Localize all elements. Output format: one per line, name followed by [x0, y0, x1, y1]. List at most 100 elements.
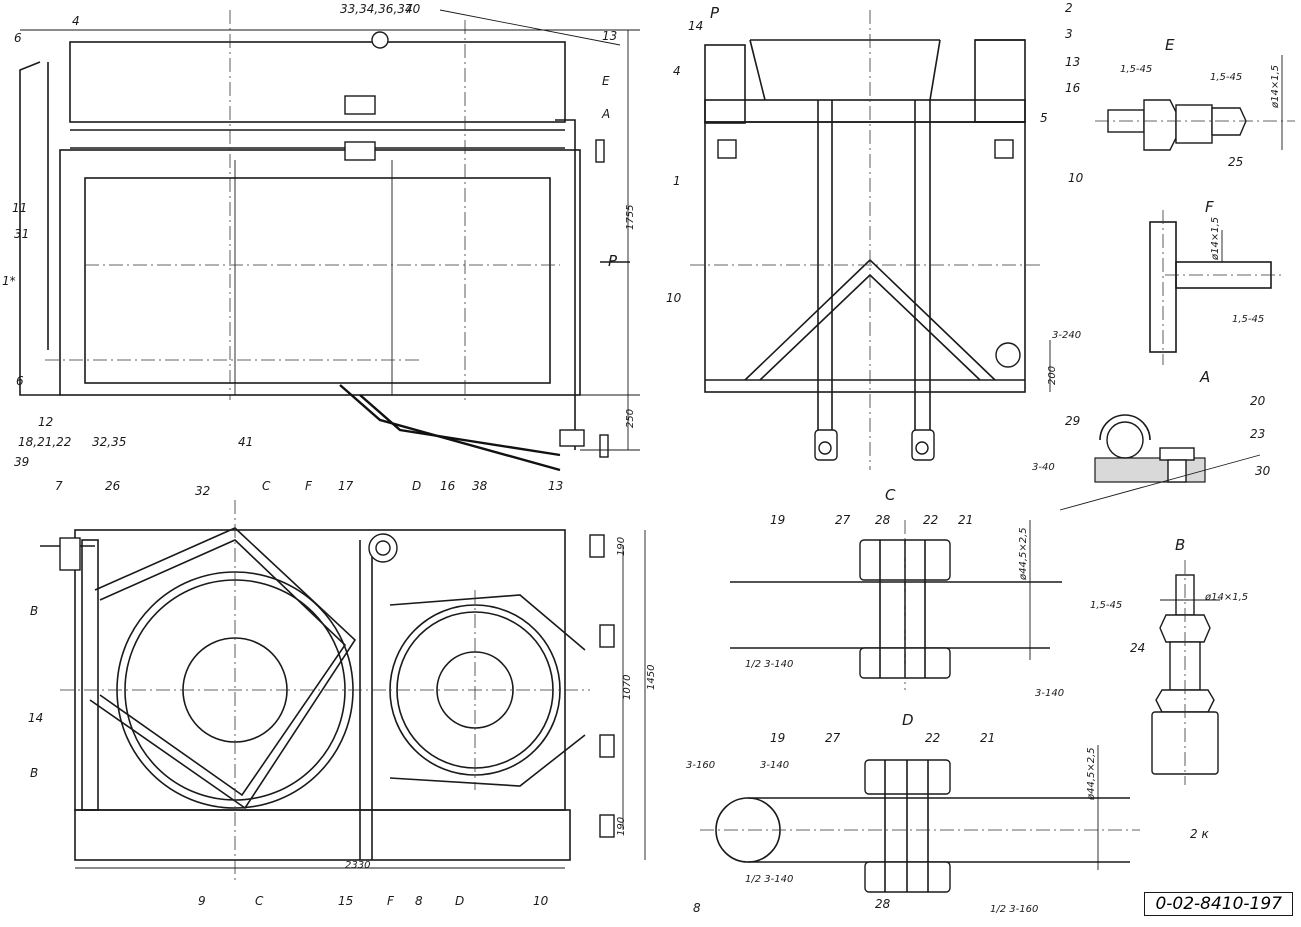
- detail-f: [1149, 210, 1285, 365]
- detail-c-callout-5: 21: [958, 513, 973, 527]
- detail-e-weld2: 1,5-45: [1210, 72, 1242, 83]
- front-callout-3: 13: [602, 29, 617, 43]
- detail-e: [1095, 55, 1295, 151]
- side-bottom-dim: 200: [1047, 366, 1058, 385]
- front-callout-6: P: [608, 252, 618, 270]
- front-height-dim: 1755: [625, 205, 636, 230]
- detail-c: [730, 520, 1062, 690]
- plan-callout-7: D: [412, 479, 421, 493]
- side-callout-1: 14: [688, 19, 703, 33]
- detail-f-thread: ø14×1,5: [1210, 217, 1221, 261]
- detail-d-callout-6: 28: [875, 897, 891, 911]
- detail-e-title: E: [1165, 36, 1175, 54]
- detail-f-weld: 1,5-45: [1232, 314, 1264, 325]
- plan-callout-16: 15: [338, 894, 353, 908]
- detail-b-title: B: [1175, 536, 1185, 554]
- detail-a-title: A: [1199, 368, 1210, 386]
- detail-d-callout-5: 8: [693, 901, 701, 915]
- detail-e-callout: 25: [1228, 155, 1243, 169]
- plan-frame: [74, 529, 566, 811]
- front-callout-12: 6: [16, 374, 24, 388]
- front-callout-11: 1*: [2, 274, 16, 288]
- front-callout-17: 41: [238, 435, 253, 449]
- detail-e-thread: ø14×1,5: [1270, 65, 1281, 109]
- detail-a: [1059, 414, 1261, 511]
- plan-callout-4: C: [262, 479, 271, 493]
- front-callout-16: 32,35: [92, 435, 126, 449]
- plan-callout-17: F: [387, 894, 395, 908]
- plan-end-bottom: 190: [616, 817, 627, 836]
- front-callout-7: 4: [72, 14, 80, 28]
- front-callout-4: E: [602, 74, 610, 88]
- front-callout-15: 39: [14, 455, 29, 469]
- detail-b: [1151, 560, 1220, 785]
- front-callout-13: 12: [38, 415, 53, 429]
- front-bottom-dim: 250: [625, 409, 636, 428]
- plan-callout-14: 9: [198, 894, 206, 908]
- plan-depth-outer: 1450: [646, 665, 657, 690]
- detail-d-dim: ø44,5×2,5: [1086, 747, 1097, 801]
- front-callout-10: 31: [14, 227, 29, 241]
- detail-d-callout-2: 27: [825, 731, 841, 745]
- detail-d-weld4: 1/2 3-160: [990, 904, 1038, 915]
- plan-callout-2: 26: [105, 479, 121, 493]
- detail-d-callout-3: 22: [925, 731, 940, 745]
- detail-a-callout-3: 23: [1250, 427, 1265, 441]
- front-upper-tank: [69, 41, 566, 123]
- side-callout-2: P: [710, 4, 720, 22]
- side-left-post: [704, 44, 746, 124]
- side-callout-7: 16: [1065, 81, 1081, 95]
- side-callout-5: 13: [1065, 55, 1080, 69]
- detail-d-callout-1: 19: [770, 731, 785, 745]
- detail-a-callout-4: 30: [1255, 464, 1271, 478]
- detail-d: [700, 745, 1140, 893]
- detail-a-callout-2: 20: [1250, 394, 1266, 408]
- plan-callout-5: F: [305, 479, 313, 493]
- detail-d-title: D: [902, 711, 914, 729]
- plan-callout-10: 13: [548, 479, 563, 493]
- plan-callout-15: C: [255, 894, 264, 908]
- plan-callout-18: 8: [415, 894, 423, 908]
- plan-callout-8: 16: [440, 479, 456, 493]
- side-callout-8: 5: [1040, 111, 1048, 125]
- side-callout-3: 2: [1065, 1, 1073, 15]
- drawing-number-stamp: 0-02-8410-197: [1144, 892, 1293, 916]
- detail-d-weld: 3-160: [686, 760, 715, 771]
- plan-width-dim: 2330: [345, 860, 370, 871]
- plan-end-top: 190: [616, 537, 627, 556]
- side-callout-11: 10: [666, 291, 682, 305]
- plan-callout-9: 38: [472, 479, 488, 493]
- detail-b-thread: ø14×1,5: [1204, 592, 1248, 603]
- plan-callout-13: B: [30, 766, 38, 780]
- front-callout-8: 6: [14, 31, 22, 45]
- detail-b-weld: 1,5-45: [1090, 600, 1122, 611]
- detail-a-weld: 3-40: [1032, 462, 1055, 473]
- plan-callout-12: 14: [28, 711, 43, 725]
- plan-callout-6: 17: [338, 479, 354, 493]
- side-callout-10: 10: [1068, 171, 1084, 185]
- side-callout-9: 1: [673, 174, 681, 188]
- side-callout-6: 4: [673, 64, 681, 78]
- front-callout-1: 33,34,36,37: [340, 2, 413, 16]
- plan-callout-3: 32: [195, 484, 210, 498]
- plan-depth-inner: 1070: [622, 675, 633, 700]
- side-view: [690, 10, 1051, 470]
- plan-callout-20: 10: [533, 894, 549, 908]
- plan-callout-11: B: [30, 604, 38, 618]
- detail-c-callout-2: 27: [835, 513, 851, 527]
- detail-c-weld2: 1/2 3-140: [745, 659, 793, 670]
- side-frame: [704, 121, 1026, 393]
- front-callout-2: 40: [405, 2, 421, 16]
- detail-f-title: F: [1205, 198, 1214, 216]
- detail-d-weld2: 3-140: [760, 760, 789, 771]
- detail-e-weld: 1,5-45: [1120, 64, 1152, 75]
- front-view: [19, 9, 640, 472]
- detail-d-callout-4: 21: [980, 731, 995, 745]
- side-callout-4: 3: [1065, 27, 1073, 41]
- plan-view: [40, 500, 646, 880]
- detail-c-dim: ø44,5×2,5: [1018, 527, 1029, 581]
- detail-c-weld: 3-140: [1035, 688, 1064, 699]
- front-callout-14: 18,21,22: [18, 435, 71, 449]
